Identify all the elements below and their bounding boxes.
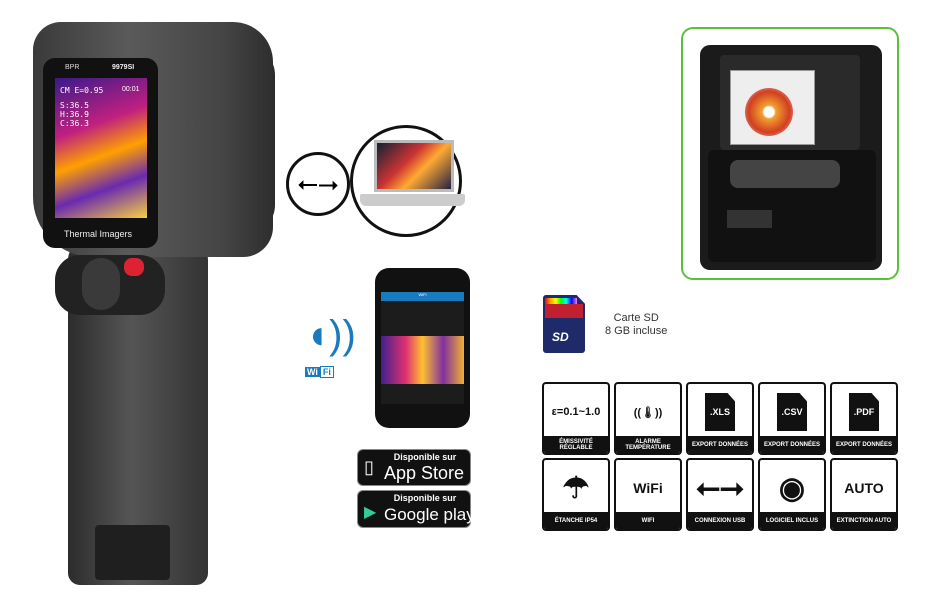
cd-disc: [745, 88, 793, 136]
file-type: .CSV: [777, 393, 807, 431]
play-icon: ▶: [364, 504, 377, 521]
camera-in-case: [730, 160, 840, 188]
feature-label: ALARME TEMPÉRATURE: [616, 436, 680, 453]
laptop-base: [360, 194, 465, 206]
dpad-button: [82, 258, 120, 310]
feature-label: CONNEXION USB: [688, 512, 752, 529]
phone-app-bar: WiFi: [381, 292, 464, 301]
camera-readings: CM E=0.95 S:36.5 H:36.9 C:36.3: [60, 86, 103, 128]
wifi-signal-icon: ◖))): [305, 313, 355, 357]
reading-s: S:36.5: [60, 101, 89, 110]
camera-model: 9979SI: [112, 64, 135, 71]
app-store-name: App Store: [384, 463, 465, 483]
sd-caption: Carte SD 8 GB incluse: [605, 312, 667, 338]
phone-thermal-image: [381, 336, 464, 384]
phone-icon: ▯: [364, 457, 374, 477]
feature-label: ÉTANCHE IP54: [544, 512, 608, 529]
power-button: [124, 258, 144, 276]
file-csv-icon: .CSV: [760, 388, 824, 436]
sd-label: [545, 304, 583, 318]
feature-label: EXPORT DONNÉES: [688, 436, 752, 453]
feature-tile: ☂ ÉTANCHE IP54: [542, 458, 610, 531]
feature-tile: ⭠⭢ CONNEXION USB: [686, 458, 754, 531]
reading-h: H:36.9: [60, 110, 89, 119]
usb-icon: ⭠⭢: [696, 471, 744, 504]
sd-line2: 8 GB incluse: [605, 325, 668, 337]
feature-tile: .PDF EXPORT DONNÉES: [830, 382, 898, 455]
cd-icon: ◉: [778, 471, 806, 505]
sd-line1: Carte SD: [613, 312, 659, 324]
laptop-screen: [374, 140, 454, 192]
thermometer-alarm-icon: ((🌡)): [633, 406, 663, 419]
file-pdf-icon: .PDF: [832, 388, 896, 436]
feature-label: WIFI: [616, 512, 680, 529]
reading-c: C:36.3: [60, 119, 89, 128]
camera-time: 00:01: [122, 86, 140, 93]
rain-thermometer-icon: ☂: [562, 471, 590, 505]
camera-brand: BPR: [65, 64, 80, 71]
app-store-top: Disponible sur: [393, 452, 457, 462]
sd-logo: SD: [552, 330, 569, 344]
case-photo-frame: [681, 27, 899, 280]
file-xls-icon: .XLS: [688, 388, 752, 436]
feature-tile: AUTO EXTINCTION AUTO: [830, 458, 898, 531]
thermal-image: [55, 78, 147, 218]
file-type: .XLS: [705, 393, 735, 431]
sd-rainbow: [545, 298, 577, 304]
camera-label: Thermal Imagers: [64, 229, 133, 239]
accessory-in-case: [727, 210, 772, 228]
usb-icon: ⭠⭢: [286, 152, 350, 216]
feature-tile: ◉ LOGICIEL INCLUS: [758, 458, 826, 531]
camera-foot: [95, 525, 170, 580]
feature-label: EXPORT DONNÉES: [760, 436, 824, 453]
power-auto-icon: AUTO: [844, 480, 884, 496]
google-play-name: Google play: [384, 505, 475, 524]
wifi-logo-fi: Fi: [319, 366, 334, 378]
google-play-badge[interactable]: ▶ Disponible sur Google play: [357, 490, 475, 528]
wifi-logo-wi: Wi: [305, 367, 320, 377]
google-play-top: Disponible sur: [393, 493, 457, 503]
feature-tile: .CSV EXPORT DONNÉES: [758, 382, 826, 455]
feature-label: ÉMISSIVITÉ RÉGLABLE: [544, 436, 608, 453]
feature-tile: .XLS EXPORT DONNÉES: [686, 382, 754, 455]
feature-label: EXTINCTION AUTO: [832, 512, 896, 529]
feature-label: EXPORT DONNÉES: [832, 436, 896, 453]
feature-label: LOGICIEL INCLUS: [760, 512, 824, 529]
app-store-badge[interactable]: ▯ Disponible sur App Store: [357, 449, 471, 486]
emissivity-readout: CM E=0.95: [60, 86, 104, 95]
emissivity-icon: ε=0.1~1.0: [551, 406, 601, 418]
wifi-icon: WiFi: [633, 480, 663, 496]
file-type: .PDF: [849, 393, 879, 431]
feature-tile: ((🌡)) ALARME TEMPÉRATURE: [614, 382, 682, 455]
